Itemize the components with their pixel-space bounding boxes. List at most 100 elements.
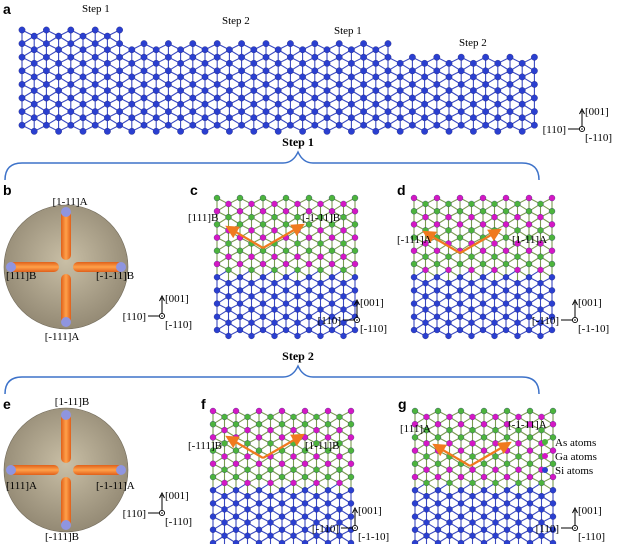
atom	[116, 94, 123, 102]
atom	[514, 266, 521, 274]
atom	[480, 407, 488, 415]
atom	[290, 532, 297, 539]
atom	[336, 426, 343, 434]
atom	[479, 247, 487, 254]
lattice-d	[410, 194, 556, 340]
atom	[271, 332, 278, 340]
atom	[423, 532, 430, 539]
atom	[305, 300, 313, 307]
atom	[411, 421, 419, 428]
step1-bracket: Step 1	[4, 135, 540, 181]
growth-arrows	[225, 433, 305, 459]
atom	[537, 293, 544, 300]
atom	[55, 114, 62, 122]
atom	[445, 73, 453, 81]
atom	[526, 447, 534, 454]
atom	[305, 221, 313, 228]
atom	[244, 506, 251, 513]
atom	[468, 227, 475, 234]
atom	[347, 407, 355, 415]
atom	[221, 532, 228, 539]
atom	[323, 100, 331, 108]
atom	[305, 208, 313, 215]
atom	[340, 240, 347, 247]
atom	[236, 313, 244, 320]
atom	[213, 81, 221, 88]
axis-up-label: [001]	[578, 505, 602, 517]
axis-out-dot	[574, 527, 576, 529]
atom	[410, 313, 418, 320]
atom	[317, 213, 324, 221]
atom	[518, 114, 526, 122]
atom	[43, 108, 50, 115]
atom	[282, 300, 290, 307]
atom	[301, 421, 309, 428]
atom	[165, 67, 172, 75]
atom	[278, 500, 286, 507]
atom	[409, 108, 416, 115]
atom	[140, 40, 148, 47]
step2-title: Step 2	[282, 349, 314, 363]
atom	[479, 287, 487, 294]
atom	[480, 473, 488, 481]
atom	[537, 319, 544, 326]
atom	[410, 234, 418, 241]
atom	[457, 539, 465, 547]
atom	[514, 227, 521, 234]
atom	[152, 46, 160, 54]
axes-a: [001][110][-110]	[543, 106, 613, 144]
atom	[189, 81, 197, 88]
dir-right-g: [-1-11]A	[508, 419, 547, 431]
atom	[236, 247, 244, 254]
atom	[457, 81, 465, 88]
atom	[409, 81, 416, 88]
atom	[287, 67, 294, 75]
atom	[537, 240, 544, 247]
atom	[372, 59, 380, 67]
atom	[30, 32, 38, 40]
atom	[79, 127, 87, 135]
atom	[323, 59, 331, 67]
atom	[515, 426, 522, 434]
atom	[299, 73, 306, 81]
atom	[503, 500, 511, 507]
atom	[468, 279, 475, 287]
atom	[328, 208, 336, 215]
atom	[340, 332, 347, 340]
atom	[515, 532, 522, 539]
atom	[236, 300, 244, 307]
atom	[294, 253, 301, 260]
atom	[213, 121, 221, 129]
atom	[324, 447, 332, 454]
atom	[221, 426, 228, 434]
atom	[287, 40, 294, 47]
atom	[503, 460, 511, 467]
axis-up-head	[159, 491, 165, 499]
atom	[213, 108, 221, 115]
atom	[232, 513, 240, 520]
atom	[457, 67, 465, 75]
atom	[525, 260, 533, 268]
atom	[433, 313, 441, 320]
atom	[518, 87, 526, 94]
atom	[433, 247, 441, 254]
atom	[514, 240, 521, 247]
atom	[250, 100, 258, 108]
atom	[470, 114, 477, 122]
atom	[480, 500, 488, 507]
atom	[480, 526, 488, 533]
atom	[411, 447, 419, 454]
atom	[311, 40, 319, 47]
atom	[457, 94, 465, 102]
atom	[482, 67, 489, 75]
atom	[221, 453, 228, 460]
atom	[537, 332, 544, 340]
atom	[445, 87, 453, 94]
atom	[67, 108, 75, 115]
atom	[177, 87, 184, 94]
atom	[221, 466, 228, 473]
atom	[18, 108, 26, 115]
atom	[226, 127, 233, 135]
atom	[232, 500, 240, 507]
